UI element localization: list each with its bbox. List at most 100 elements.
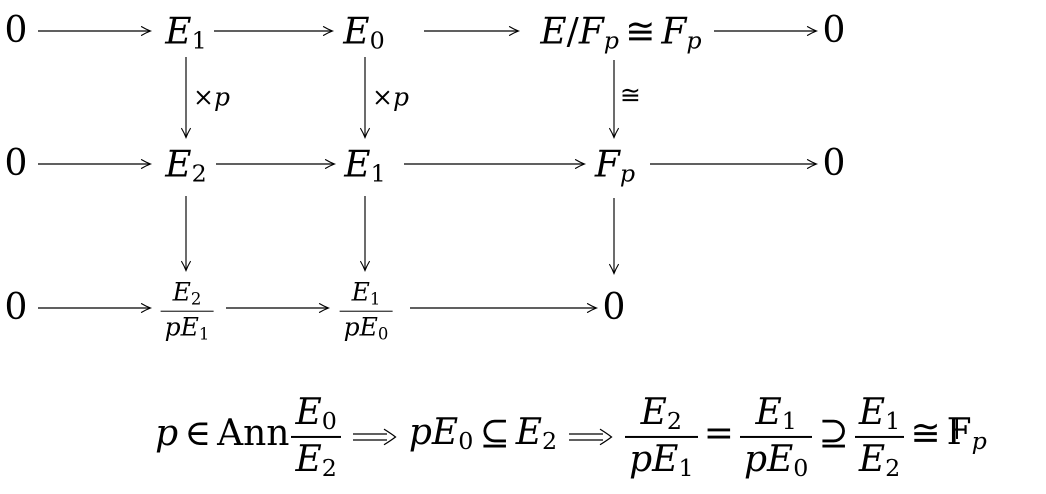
equals-symbol: = xyxy=(703,413,734,455)
coef: p xyxy=(408,412,432,454)
implies-icon xyxy=(569,428,613,446)
congruent-symbol: ≅ xyxy=(910,413,941,455)
var-base: E xyxy=(165,11,192,53)
map-var: p xyxy=(392,82,409,112)
var-sub: 1 xyxy=(885,407,901,436)
var-base: E xyxy=(172,277,191,307)
node-Fp-r2: Fp xyxy=(594,144,636,188)
fraction-denominator: pE1 xyxy=(625,438,697,481)
fraction-E0-E2: E0 E2 xyxy=(291,393,341,481)
coef: p xyxy=(164,313,181,343)
var-base: F xyxy=(578,11,604,53)
node-zero-r1-right: 0 xyxy=(822,10,846,51)
fraction-bar xyxy=(160,310,214,313)
implies-icon xyxy=(352,428,397,446)
fraction-E1-pE0: E1 pE0 xyxy=(739,393,813,481)
var-base: E xyxy=(767,438,794,480)
formula-E2: E2 xyxy=(516,412,557,456)
var-base: E xyxy=(344,144,371,186)
slash: / xyxy=(566,11,579,53)
fraction-denominator: E2 xyxy=(291,438,340,481)
fraction-numerator: E1 xyxy=(348,277,385,311)
var-base: E xyxy=(515,412,542,454)
var-sub: 1 xyxy=(198,324,210,344)
var-sub: 2 xyxy=(191,159,207,188)
fraction-bar xyxy=(339,310,393,313)
var-sub: 2 xyxy=(321,453,337,482)
fraction-bar xyxy=(739,436,813,438)
var-sub: 1 xyxy=(191,26,207,55)
fraction-numerator: E2 xyxy=(637,393,686,436)
fraction-denominator: pE0 xyxy=(740,438,812,481)
var-base: E xyxy=(165,144,192,186)
map-label-cong: ≅ xyxy=(620,83,641,108)
var-base: E xyxy=(540,11,567,53)
node-E0-r1: E0 xyxy=(343,11,385,55)
var-base: E xyxy=(343,11,370,53)
var-sub: 0 xyxy=(369,26,385,55)
fraction-numerator: E0 xyxy=(291,393,340,436)
var-sub: 2 xyxy=(542,427,558,456)
var-base: F xyxy=(594,144,620,186)
var-sub: 1 xyxy=(678,453,694,482)
node-zero-r2-left: 0 xyxy=(4,143,28,184)
fraction-denominator: pE1 xyxy=(161,312,214,344)
fraction-bar xyxy=(854,436,905,438)
fraction-numerator: E1 xyxy=(751,393,800,436)
var-sub: 0 xyxy=(793,453,809,482)
fraction-E1-E2: E1 E2 xyxy=(854,393,905,481)
node-zero-r3-right: 0 xyxy=(602,287,626,328)
var-sub: 1 xyxy=(369,289,381,309)
subset-eq-symbol: ⊆ xyxy=(479,413,510,455)
var-base: E xyxy=(359,313,378,343)
node-zero-r3-left: 0 xyxy=(4,287,28,328)
coef: p xyxy=(343,313,360,343)
var-base: E xyxy=(652,438,679,480)
fraction-numerator: E2 xyxy=(169,277,206,311)
congruent-symbol: ≅ xyxy=(625,11,656,53)
fraction-bar xyxy=(625,436,698,438)
var-sub: 1 xyxy=(781,407,797,436)
node-frac-E1-pE0: E1 pE0 xyxy=(339,272,393,345)
var-sub: p xyxy=(603,26,620,55)
fraction-numerator: E1 xyxy=(855,393,904,436)
node-E1-r2: E1 xyxy=(344,144,386,188)
times-symbol: × xyxy=(372,82,393,112)
times-symbol: × xyxy=(193,82,214,112)
blackboard-F: F xyxy=(946,412,972,454)
formula-p: p xyxy=(155,413,179,455)
var-base: E xyxy=(640,391,667,433)
formula-pE0: pE0 xyxy=(409,412,473,456)
var-base: E xyxy=(858,438,886,480)
var-base: E xyxy=(431,412,459,454)
var-sub: 2 xyxy=(666,407,683,436)
var-base: E xyxy=(180,313,199,343)
var-base: E xyxy=(755,391,782,433)
map-var: p xyxy=(213,82,230,112)
node-quotient-r1: E/Fp≅Fp xyxy=(540,11,702,55)
var-base: E xyxy=(351,277,370,307)
congruent-symbol: ≅ xyxy=(620,80,641,110)
formula-blackboard-Fp: Fp xyxy=(947,412,987,456)
superset-eq-symbol: ⊇ xyxy=(818,413,849,455)
coef: p xyxy=(629,438,653,480)
var-sub: p xyxy=(619,159,636,188)
map-label-times-p-right: ×p xyxy=(372,85,409,110)
var-base: F xyxy=(661,11,687,53)
var-sub: p xyxy=(686,26,702,55)
var-base: E xyxy=(858,391,886,433)
node-zero-r1-left: 0 xyxy=(4,10,28,51)
node-zero-r2-right: 0 xyxy=(822,143,846,184)
map-label-times-p-left: ×p xyxy=(193,85,230,110)
node-E2-r2: E2 xyxy=(165,144,207,188)
fraction-denominator: E2 xyxy=(855,438,904,481)
var-sub: 0 xyxy=(458,427,474,456)
var-sub: 1 xyxy=(370,159,386,188)
var-sub: 2 xyxy=(885,453,901,482)
node-frac-E2-pE1: E2 pE1 xyxy=(160,272,214,345)
node-E1-r1: E1 xyxy=(165,11,207,55)
var-base: E xyxy=(295,438,322,480)
var-base: E xyxy=(295,391,322,433)
element-of-symbol: ∈ xyxy=(184,413,211,455)
